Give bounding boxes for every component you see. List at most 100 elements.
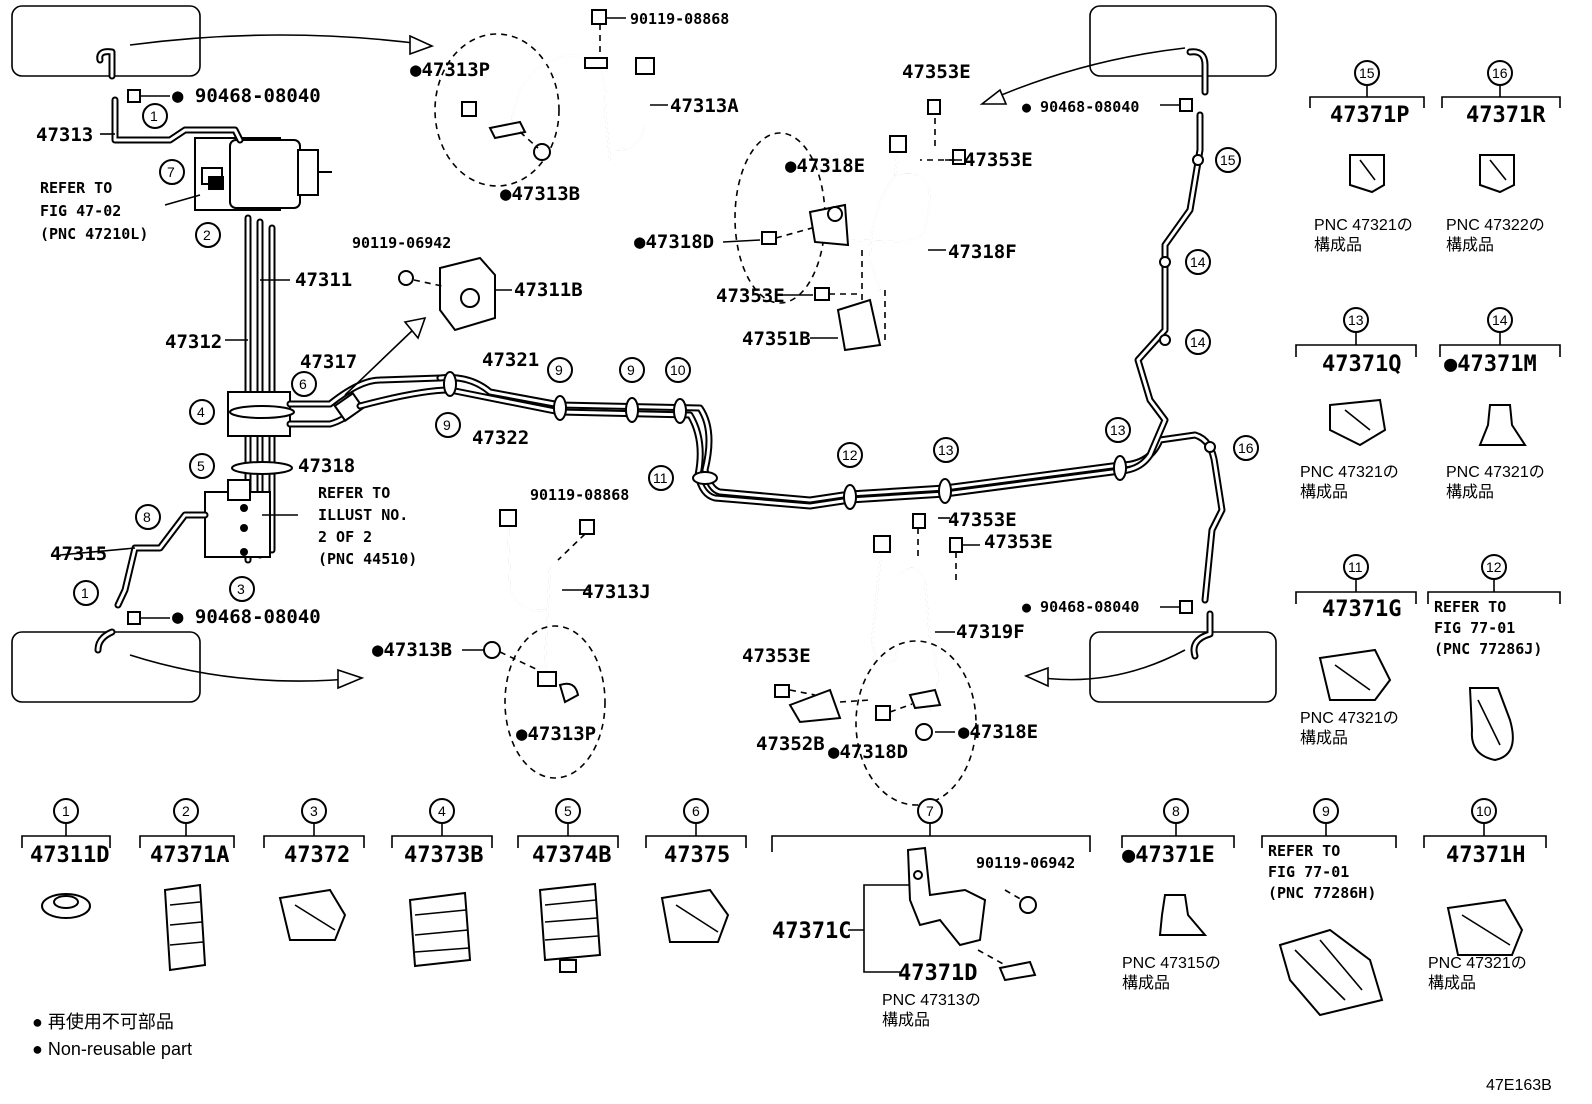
label-47318D-bot: ●47318D (828, 741, 908, 763)
svg-text:6: 6 (299, 376, 307, 392)
label-90468-tr: ● 90468-08040 (1022, 98, 1139, 116)
label-47311B: 47311B (514, 279, 583, 301)
hose-47313A (434, 9, 655, 187)
svg-text:REFER TO: REFER TO (318, 484, 390, 502)
label-47313J: 47313J (582, 581, 651, 603)
svg-text:6: 6 (692, 803, 700, 819)
svg-text:7: 7 (167, 164, 175, 180)
clip-panel-4: 4 47373B (391, 798, 493, 968)
svg-text:47371G: 47371G (1322, 597, 1401, 622)
svg-text:(PNC 44510): (PNC 44510) (318, 550, 417, 568)
svg-text:構成品: 構成品 (1428, 974, 1476, 992)
svg-text:構成品: 構成品 (882, 1011, 930, 1029)
svg-text:PNC 47321の: PNC 47321の (1314, 217, 1413, 234)
label-90119-06942-mid: 90119-06942 (352, 234, 451, 252)
clip-panel-2: 2 47371A (139, 798, 235, 972)
clip-panel-13: 13 47371Q PNC 47321の 構成品 (1295, 307, 1417, 501)
svg-text:47311D: 47311D (30, 843, 109, 868)
rear-right-wheel-box (1089, 631, 1277, 703)
svg-text:14: 14 (1492, 312, 1508, 328)
svg-text:4: 4 (438, 803, 446, 819)
svg-text:47371Q: 47371Q (1322, 352, 1401, 377)
callouts-main: 1 7 2 4 6 5 8 3 1 9 9 9 10 11 12 13 13 1… (73, 103, 1259, 606)
label-47318D-top: ●47318D (634, 231, 714, 253)
svg-text:REFER TO: REFER TO (1434, 598, 1506, 616)
svg-text:9: 9 (443, 417, 451, 433)
label-47313P-bot: ●47313P (516, 723, 596, 745)
label-90119-08868-mid: 90119-08868 (530, 486, 629, 504)
svg-text:(PNC 77286J): (PNC 77286J) (1434, 640, 1542, 658)
svg-text:9: 9 (1322, 803, 1330, 819)
label-47313B-bot: ●47313B (372, 639, 452, 661)
svg-text:14: 14 (1190, 254, 1206, 270)
clip-panel-15: 15 47371P PNC 47321の 構成品 (1309, 60, 1425, 254)
svg-text:15: 15 (1220, 152, 1236, 168)
label-47353E-d: 47353E (948, 509, 1017, 531)
proportioning-valve (204, 479, 271, 558)
svg-text:PNC 47321の: PNC 47321の (1300, 464, 1399, 481)
svg-text:REFER TO: REFER TO (1268, 842, 1340, 860)
clip-panel-11: 11 47371G PNC 47321の 構成品 (1295, 554, 1417, 747)
label-47353E-e: 47353E (984, 531, 1053, 553)
ref-fig-47-02: REFER TO FIG 47-02 (PNC 47210L) (40, 179, 148, 243)
svg-text:10: 10 (1476, 803, 1492, 819)
clip-panel-6: 6 47375 (645, 798, 747, 943)
label-47353E-f: 47353E (742, 645, 811, 667)
hose-47319F (774, 513, 977, 806)
svg-text:5: 5 (564, 803, 572, 819)
svg-text:47371A: 47371A (150, 843, 229, 868)
ref-illust-2of2: REFER TO ILLUST NO. 2 OF 2 (PNC 44510) (318, 484, 417, 568)
clip-panel-10: 10 47371H PNC 47321の 構成品 (1423, 798, 1547, 992)
svg-text:(PNC 47210L): (PNC 47210L) (40, 225, 148, 243)
label-47318: 47318 (298, 455, 355, 477)
clip-panel-12: 12 REFER TO FIG 77-01 (PNC 77286J) (1427, 554, 1561, 762)
clip-panel-5: 5 47374B (517, 798, 619, 973)
label-47353E-b: 47353E (964, 149, 1033, 171)
svg-text:PNC 47321の: PNC 47321の (1300, 710, 1399, 727)
svg-text:13: 13 (938, 442, 954, 458)
clip-panel-7: 7 47371C 47371D 90119-06942 PNC 47313の 構… (771, 798, 1091, 1029)
front-left-wheel-box (11, 5, 201, 77)
arrow-rear-left (129, 654, 365, 690)
svg-text:90119-06942: 90119-06942 (976, 854, 1075, 872)
svg-text:12: 12 (1486, 559, 1502, 575)
clip-panel-3: 3 47372 (263, 798, 365, 941)
svg-text:構成品: 構成品 (1300, 729, 1348, 747)
svg-text:構成品: 構成品 (1300, 483, 1348, 501)
label-90468-bl: ● 90468-08040 (172, 606, 321, 628)
label-47311: 47311 (295, 269, 352, 291)
label-47313A: 47313A (670, 95, 739, 117)
pipe-47322 (356, 111, 1204, 510)
label-47315: 47315 (50, 543, 107, 565)
svg-text:2 OF 2: 2 OF 2 (318, 528, 372, 546)
label-47321: 47321 (482, 349, 539, 371)
svg-text:47371R: 47371R (1466, 103, 1546, 128)
label-47322: 47322 (472, 427, 529, 449)
svg-text:16: 16 (1238, 440, 1254, 456)
legend-line-jp: ● 再使用不可部品 (32, 1012, 174, 1032)
svg-text:15: 15 (1359, 65, 1375, 81)
legend-line-en: ● Non-reusable part (32, 1039, 192, 1059)
label-90119-08868-top: 90119-08868 (630, 10, 729, 28)
svg-text:13: 13 (1110, 422, 1126, 438)
svg-text:10: 10 (670, 362, 686, 378)
svg-text:11: 11 (653, 470, 668, 486)
pipe-clip-rings (443, 154, 1216, 510)
pipe-47317-47318 (286, 374, 444, 428)
svg-text:8: 8 (143, 509, 151, 525)
svg-text:1: 1 (150, 108, 158, 124)
label-90468-br: ● 90468-08040 (1022, 598, 1139, 616)
svg-text:9: 9 (627, 362, 635, 378)
label-47313B-top: ●47313B (500, 183, 580, 205)
svg-text:3: 3 (237, 581, 245, 597)
svg-text:47371D: 47371D (898, 961, 977, 986)
svg-text:1: 1 (62, 803, 70, 819)
svg-text:14: 14 (1190, 334, 1206, 350)
arrow-front-left (129, 34, 435, 56)
label-47318E-bot: ●47318E (958, 721, 1038, 743)
svg-text:構成品: 構成品 (1122, 974, 1170, 992)
clip-panel-16: 16 47371R PNC 47322の 構成品 (1441, 60, 1561, 254)
label-47313: 47313 (36, 124, 93, 146)
svg-text:REFER TO: REFER TO (40, 179, 112, 197)
